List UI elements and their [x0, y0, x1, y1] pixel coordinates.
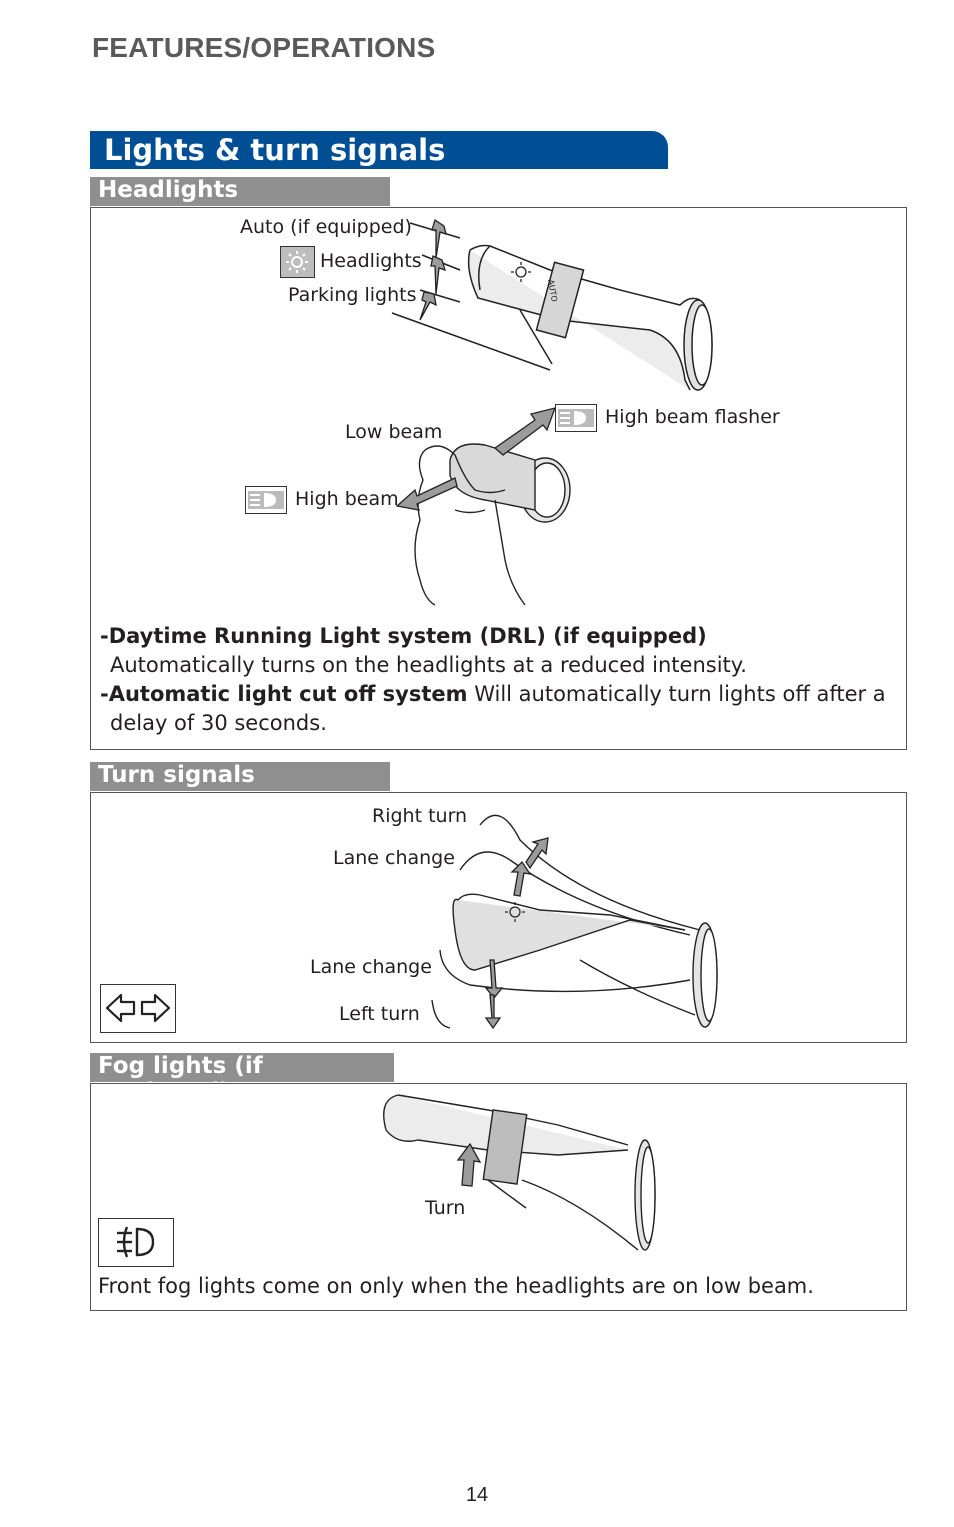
front-fog-light-icon [117, 1226, 155, 1258]
tab-headlights-label: Headlights [98, 177, 239, 203]
label-left-turn: Left turn [339, 1003, 420, 1025]
cutoff-text: Will automatically turn lights off after… [467, 682, 886, 706]
high-beam-icon-box [245, 486, 287, 514]
headlight-icon [280, 246, 315, 278]
label-high-beam: High beam [295, 488, 399, 510]
cutoff-title: -Automatic light cut off system [100, 682, 468, 706]
page-title: Lights & turn signals [104, 133, 446, 167]
headlights-box [90, 207, 907, 750]
fog-lights-box [90, 1083, 907, 1311]
fog-lever-illustration [383, 1094, 656, 1251]
label-turn: Turn [425, 1197, 466, 1219]
cutoff-line: -Automatic light cut off system Will aut… [100, 680, 886, 709]
tab-fog-lights: Fog lights (if equipped) [90, 1053, 394, 1105]
page-number: 14 [465, 1484, 489, 1506]
fog-text: Front fog lights come on only when the h… [98, 1274, 814, 1298]
label-parking-lights: Parking lights [288, 284, 417, 306]
label-auto: Auto (if equipped) [240, 216, 412, 238]
tab-turn-signals: Turn signals [90, 762, 390, 791]
label-low-beam: Low beam [345, 421, 443, 443]
drl-text: Automatically turns on the headlights at… [110, 653, 747, 677]
beam-lever-illustration [395, 407, 571, 606]
tab-turn-signals-label: Turn signals [98, 762, 255, 788]
label-lane-change-down: Lane change [310, 956, 432, 978]
label-right-turn: Right turn [372, 805, 468, 827]
high-beam-icon [248, 491, 284, 509]
section-header: FEATURES/OPERATIONS [92, 32, 436, 63]
tab-headlights: Headlights [90, 177, 390, 206]
sun-icon [286, 251, 308, 273]
lever-auto-text: AUTO [546, 279, 559, 303]
turn-signals-box [90, 792, 907, 1043]
headlight-lever-illustration: AUTO [391, 218, 713, 391]
turn-signal-arrows-icon [105, 993, 171, 1023]
label-high-beam-flasher: High beam flasher [605, 406, 780, 428]
title-bar: Lights & turn signals [90, 131, 668, 169]
high-beam-icon [558, 409, 594, 427]
label-headlights: Headlights [320, 250, 422, 272]
drl-title: -Daytime Running Light system (DRL) (if … [100, 624, 707, 648]
cutoff-text-2: delay of 30 seconds. [110, 711, 327, 735]
turn-lever-illustration [431, 814, 718, 1030]
high-beam-flasher-icon-box [555, 404, 597, 432]
fog-light-icon-box [98, 1218, 174, 1267]
turn-signal-icon-box [100, 984, 176, 1033]
label-lane-change-up: Lane change [333, 847, 455, 869]
